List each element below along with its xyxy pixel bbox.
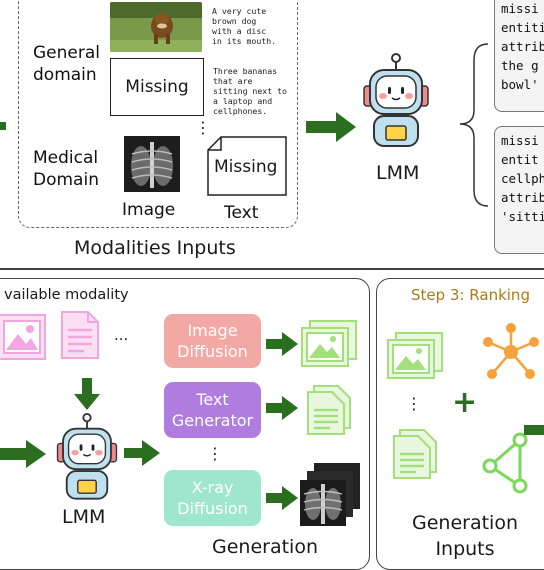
step3-title: Step 3: Ranking — [411, 286, 530, 304]
step3-plus: + — [452, 385, 478, 420]
section-divider — [0, 268, 544, 270]
step3-footer: Generation Inputs — [412, 512, 518, 560]
orange-graph-icon — [483, 323, 539, 379]
col-image-label: Image — [122, 200, 176, 220]
step3-out-arrow — [524, 425, 544, 435]
arrow-inputs-to-lmm — [306, 112, 356, 142]
step2-footer: Generation — [212, 536, 318, 558]
inputs-dots: ⋮ — [195, 118, 211, 137]
generated-xray-icon — [300, 463, 360, 526]
bananas-caption: Three bananas that are sitting next to a… — [213, 66, 287, 116]
arrow-lmm-to-generators — [124, 440, 160, 466]
medical-domain-label: Medical Domain — [33, 148, 99, 190]
output-bubble-1: missi entiti attrib the g bowl' — [494, 0, 544, 112]
arrow-xray-diffusion-out — [266, 486, 298, 510]
arrow-left-into-lmm — [0, 440, 46, 468]
output-bubble-2: missi entit cellph attrib 'sitti — [494, 126, 544, 254]
text-generator-box: Text Generator — [164, 382, 261, 438]
missing-text-box: Missing — [207, 136, 287, 196]
left-arrow-stub — [0, 122, 6, 130]
step3-text-icon — [393, 429, 437, 479]
missing-image-label: Missing — [125, 77, 189, 97]
step2-dots-h: ... — [114, 326, 129, 344]
col-text-label: Text — [224, 203, 259, 223]
xray-diffusion-label: X-ray Diffusion — [177, 478, 248, 518]
generated-text-icon — [307, 385, 351, 435]
modalities-inputs-title: Modalities Inputs — [74, 237, 236, 259]
document-icon-pink — [61, 311, 99, 359]
arrow-text-generator-out — [266, 396, 298, 420]
image-diffusion-box: Image Diffusion — [164, 314, 261, 368]
arrow-image-diffusion-out — [266, 332, 298, 356]
general-domain-label: General domain — [33, 43, 100, 85]
step3-images-icon — [387, 332, 443, 379]
lmm-step2-label: LMM — [62, 506, 106, 528]
brace — [459, 43, 489, 207]
step3-dots: ⋮ — [406, 394, 422, 413]
missing-image-box: Missing — [110, 58, 204, 116]
missing-text-label: Missing — [214, 157, 278, 177]
dog-caption: A very cute brown dog with a disc in its… — [212, 6, 277, 46]
green-graph-icon — [482, 432, 528, 494]
lmm-robot-top — [358, 52, 434, 160]
text-generator-label: Text Generator — [171, 390, 254, 430]
dog-image — [110, 2, 202, 52]
generated-images-icon — [301, 320, 357, 367]
chest-xray-image — [124, 136, 180, 192]
lmm-top-label: LMM — [376, 162, 420, 184]
arrow-down-to-lmm — [74, 378, 100, 410]
lmm-robot-step2 — [52, 412, 122, 508]
image-icon-pink — [0, 314, 46, 360]
step2-title: vailable modality — [4, 287, 129, 303]
modalities-inputs-panel — [18, 0, 298, 228]
generator-dots: ⋮ — [207, 444, 223, 463]
xray-diffusion-box: X-ray Diffusion — [164, 470, 261, 526]
step3-panel — [376, 278, 544, 570]
image-diffusion-label: Image Diffusion — [177, 321, 248, 361]
